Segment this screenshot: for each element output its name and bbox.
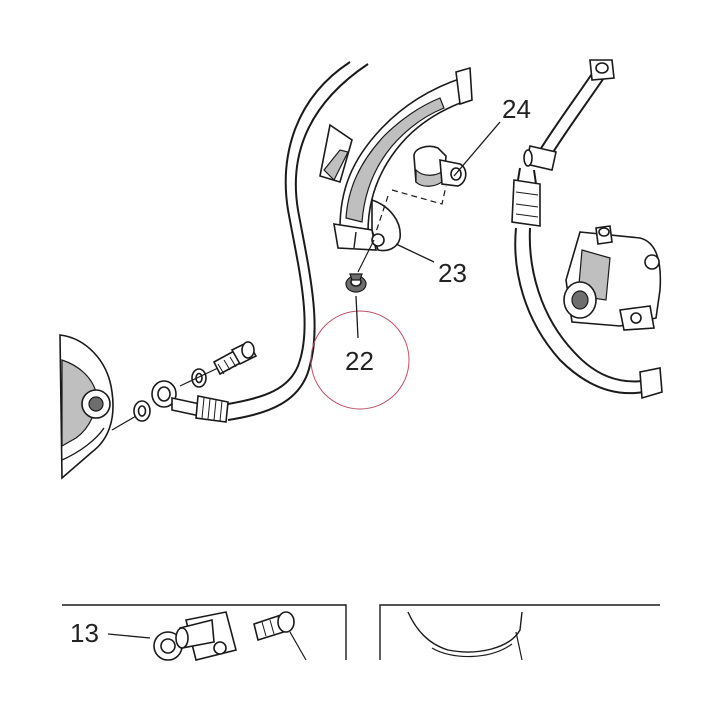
hose-fitting	[195, 395, 229, 423]
rear-brake-line	[511, 59, 663, 400]
screw	[345, 239, 375, 293]
callout-24: 24	[502, 94, 531, 124]
leader-24	[453, 121, 501, 177]
leader-13	[107, 633, 151, 639]
inset-panel-right	[379, 604, 660, 661]
banjo-fitting-assembly	[111, 340, 258, 431]
hose-guide-bracket	[319, 66, 473, 252]
inset-panel-left	[62, 604, 347, 661]
brake-caliper	[59, 334, 114, 480]
leader-22	[355, 295, 359, 339]
rear-master-cylinder	[563, 225, 662, 331]
leader-23	[395, 243, 435, 263]
callout-23: 23	[438, 258, 467, 288]
leader-lines	[107, 121, 501, 639]
highlight-circle	[310, 310, 410, 410]
callout-22: 22	[345, 346, 374, 376]
hose-sleeve	[511, 179, 541, 227]
callout-13: 13	[70, 618, 99, 648]
brake-hose	[227, 61, 369, 421]
